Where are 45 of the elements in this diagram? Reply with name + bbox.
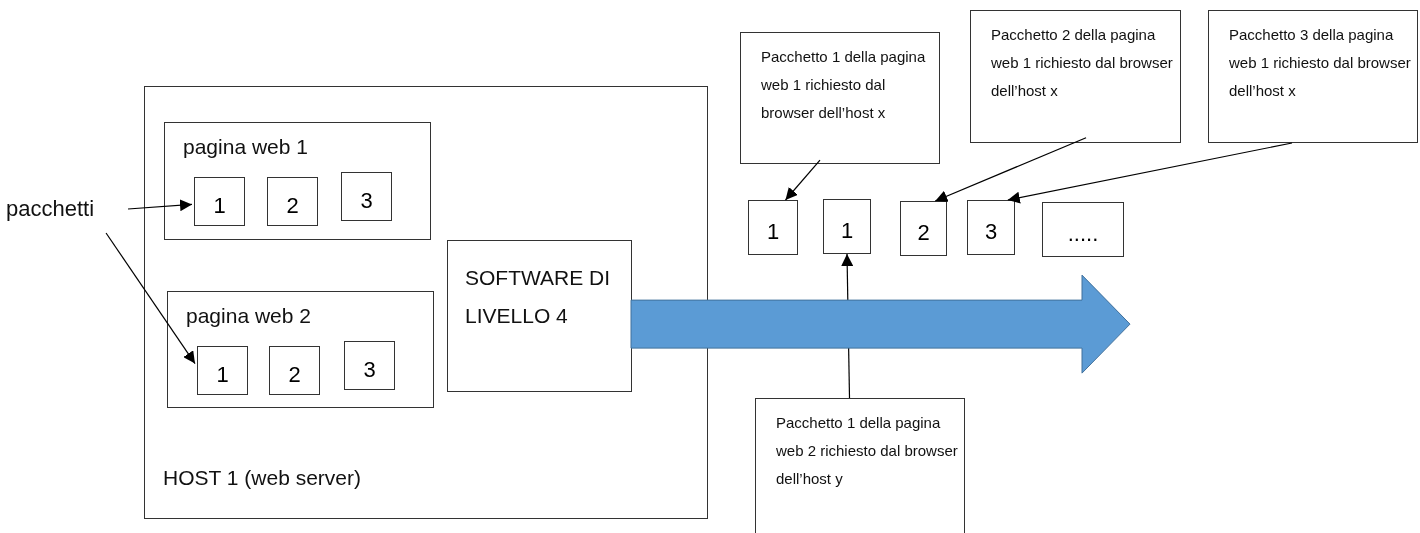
- packet-number: 3: [360, 187, 373, 214]
- software-box: [447, 240, 632, 392]
- packet-number: 1: [216, 361, 229, 388]
- packet-box: [341, 172, 392, 221]
- software-label: SOFTWARE DI LIVELLO 4: [465, 265, 612, 329]
- packet-number: 1: [840, 217, 854, 244]
- packets-label: pacchetti: [6, 196, 95, 222]
- page-title: pagina web 1: [183, 135, 308, 159]
- callout-box: [755, 398, 965, 533]
- packet-box: [900, 201, 947, 256]
- packet-number: 3: [984, 218, 998, 245]
- packet-box: [344, 341, 395, 390]
- callout-box: [740, 32, 940, 164]
- callout-text: Pacchetto 3 della pagina web 1 richiesto dal browser dell’host x: [1229, 25, 1411, 101]
- packet-box: [269, 346, 320, 395]
- page-title: pagina web 2: [186, 304, 311, 328]
- packet-number: 3: [363, 356, 376, 383]
- packet-box: [823, 199, 871, 254]
- arrow: [127, 199, 193, 212]
- callout-box: [1208, 10, 1418, 143]
- block-arrow: [630, 274, 1131, 374]
- callout-box: [970, 10, 1181, 143]
- host-label: HOST 1 (web server): [163, 466, 361, 490]
- packet-number: 2: [917, 219, 930, 246]
- web-page-box: [164, 122, 431, 240]
- packet-number: 1: [766, 218, 780, 245]
- arrow: [934, 137, 1087, 202]
- packet-number: 1: [213, 192, 226, 219]
- callout-text: Pacchetto 1 della pagina web 2 richiesto dal browser dell’host y: [776, 413, 958, 489]
- arrow: [1007, 142, 1293, 204]
- packet-number: 2: [286, 192, 299, 219]
- packet-box: [1042, 202, 1124, 257]
- arrow: [784, 159, 821, 201]
- packet-box: [267, 177, 318, 226]
- packet-box: [194, 177, 245, 226]
- packet-box: [967, 200, 1015, 255]
- packet-number: 2: [288, 361, 301, 388]
- host-box: [144, 86, 708, 519]
- packet-box: [748, 200, 798, 255]
- packet-box: [197, 346, 248, 395]
- web-page-box: [167, 291, 434, 408]
- callout-text: Pacchetto 2 della pagina web 1 richiesto dal browser dell’host x: [991, 25, 1174, 101]
- packet-number: .....: [1067, 220, 1099, 247]
- arrow: [105, 232, 196, 365]
- callout-text: Pacchetto 1 della pagina web 1 richiesto dal browser dell’host x: [761, 47, 927, 123]
